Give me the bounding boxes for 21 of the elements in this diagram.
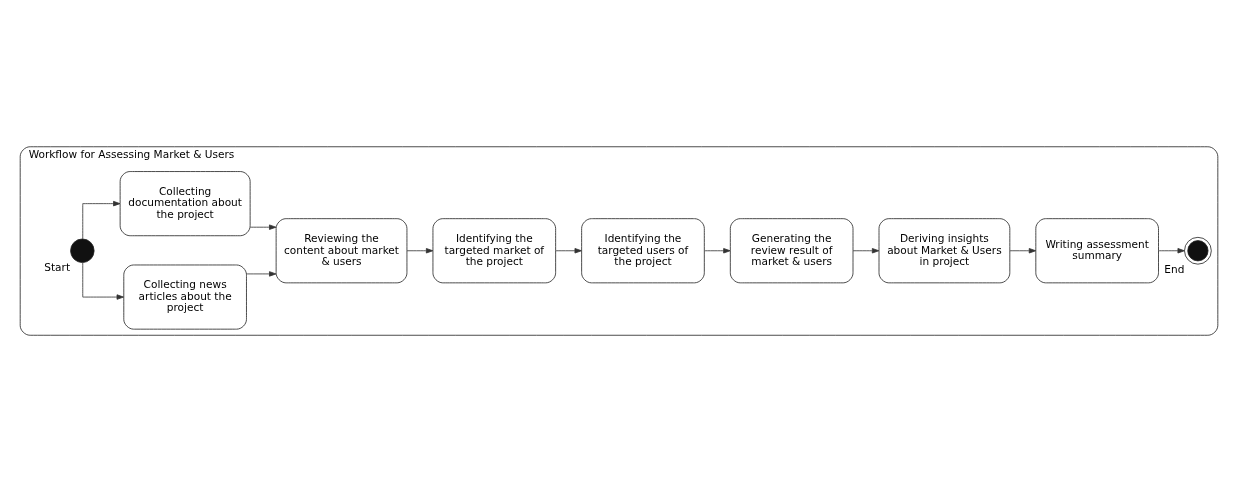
arrow: [246, 270, 277, 277]
arrow: [555, 247, 582, 253]
arrow: [82, 200, 121, 239]
node-circle: [70, 238, 95, 263]
node-box: Identifying the targeted users of the project: [581, 217, 705, 283]
arrow: [406, 247, 434, 253]
node-box: Collecting news articles about the project: [123, 264, 247, 330]
node-label: End: [1164, 262, 1185, 275]
node-box: Reviewing the content about market & users: [275, 217, 408, 283]
arrow: [704, 247, 731, 253]
node-box: Generating the review result of market & users: [729, 217, 854, 283]
arrow: [852, 247, 880, 253]
arrow: [82, 261, 124, 300]
arrow: [1009, 247, 1037, 253]
node-label: Start: [44, 260, 71, 273]
node-box: Writing assessment summary: [1035, 217, 1159, 283]
node-box: Deriving insights about Market & Users in project: [878, 217, 1011, 283]
node-box: Identifying the targeted market of the project: [432, 217, 557, 283]
node-box: Collecting documentation about the project: [119, 170, 251, 236]
arrow: [1158, 247, 1185, 253]
arrow: [249, 224, 277, 230]
